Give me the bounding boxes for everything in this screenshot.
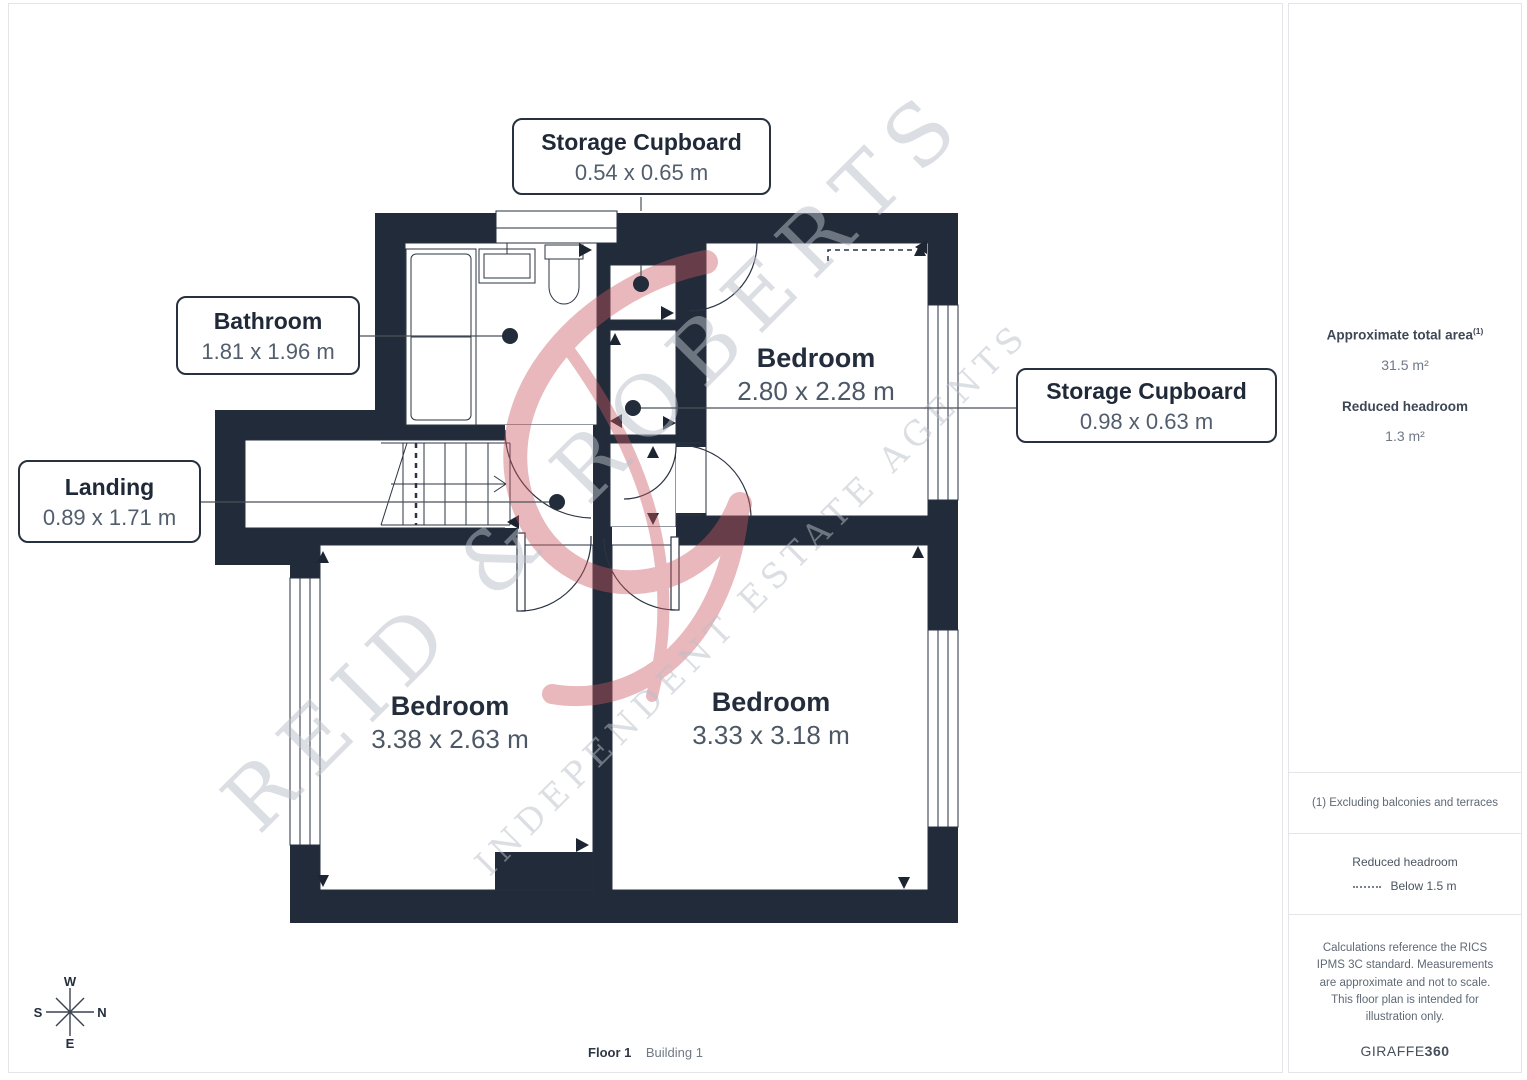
building-label: Building 1: [645, 1045, 703, 1060]
leader-dots: [502, 276, 649, 510]
callout-dims: 0.54 x 0.65 m: [574, 159, 709, 185]
brand-bold: 360: [1424, 1043, 1450, 1060]
footer: Floor 1 Building 1: [8, 1044, 1283, 1062]
room-dims: 3.38 x 2.63 m: [371, 724, 529, 754]
approx-area-superscript: (1): [1472, 326, 1484, 336]
callout-landing: Landing 0.89 x 1.71 m: [18, 460, 201, 543]
legend-text: Below 1.5 m: [1390, 879, 1457, 893]
plan-markers: [317, 240, 927, 889]
sidebar-disclaimer-section: Calculations reference the RICS IPMS 3C …: [1288, 914, 1522, 1074]
compass-labels: W N E S: [34, 974, 107, 1051]
compass-rose-icon: [46, 988, 94, 1036]
callout-storage-cupboard-right: Storage Cupboard 0.98 x 0.63 m: [1016, 368, 1277, 443]
callout-title: Storage Cupboard: [541, 128, 742, 155]
dashed-line-icon: [1353, 885, 1382, 888]
callout-title: Bathroom: [213, 307, 323, 334]
bathroom-fixtures: [405, 243, 584, 426]
compass-bottom-label: E: [66, 1036, 75, 1051]
callout-dims: 1.81 x 1.96 m: [201, 338, 335, 364]
sidebar-stats: Approximate total area(1) 31.5 m² Reduce…: [1289, 326, 1521, 444]
compass-right-label: N: [97, 1005, 106, 1020]
room-label-bedroom-bottom-left: Bedroom 3.38 x 2.63 m: [335, 689, 565, 756]
compass-left-label: S: [34, 1005, 43, 1020]
watermark-logo-icon: [503, 250, 752, 707]
callout-title: Landing: [64, 473, 155, 500]
floor-label: Floor 1: [588, 1045, 632, 1060]
rooms-floors: [244, 210, 929, 891]
reduced-headroom-value: 1.3 m²: [1385, 427, 1425, 444]
room-name: Bedroom: [390, 691, 510, 721]
stairs: [380, 442, 511, 526]
legend-row: Below 1.5 m: [1302, 879, 1508, 893]
room-label-bedroom-top-right: Bedroom 2.80 x 2.28 m: [701, 341, 931, 408]
reduced-headroom-line: [827, 244, 926, 261]
sidebar-footnote-section: (1) Excluding balconies and terraces: [1288, 772, 1522, 833]
sidebar-legend-section: Reduced headroom Below 1.5 m: [1288, 833, 1522, 914]
doors: [504, 242, 758, 612]
brand-logo: GIRAFFE360: [1302, 1043, 1508, 1059]
room-label-bedroom-bottom-right: Bedroom 3.33 x 3.18 m: [656, 685, 886, 752]
compass-top-label: W: [64, 974, 77, 989]
room-dims: 2.80 x 2.28 m: [737, 376, 895, 406]
legend-title: Reduced headroom: [1352, 855, 1458, 869]
reduced-headroom-label: Reduced headroom: [1341, 398, 1469, 414]
callout-title: Storage Cupboard: [1046, 377, 1247, 404]
room-name: Bedroom: [711, 687, 831, 717]
approx-area-text: Approximate total area: [1326, 327, 1473, 343]
wall-stubs: [495, 527, 612, 890]
room-dims: 3.33 x 3.18 m: [692, 720, 850, 750]
disclaimer-text: Calculations reference the RICS IPMS 3C …: [1316, 942, 1494, 1023]
callout-storage-cupboard-top: Storage Cupboard 0.54 x 0.65 m: [512, 118, 771, 195]
brand-regular: GIRAFFE: [1360, 1043, 1425, 1060]
sidebar: Approximate total area(1) 31.5 m² Reduce…: [1288, 3, 1522, 1073]
footnote-text: (1) Excluding balconies and terraces: [1311, 797, 1499, 809]
callout-dims: 0.98 x 0.63 m: [1079, 408, 1214, 434]
approx-area-value: 31.5 m²: [1381, 356, 1429, 373]
callout-bathroom: Bathroom 1.81 x 1.96 m: [176, 296, 360, 375]
callout-dims: 0.89 x 1.71 m: [42, 504, 177, 530]
room-name: Bedroom: [756, 343, 876, 373]
windows: [289, 227, 959, 846]
approx-area-label: Approximate total area(1): [1289, 326, 1521, 343]
